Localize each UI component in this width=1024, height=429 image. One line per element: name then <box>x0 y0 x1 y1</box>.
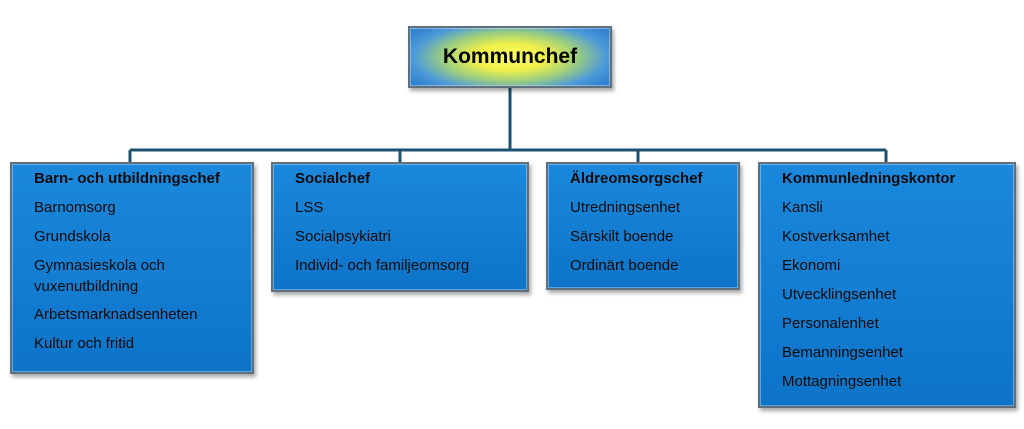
dept-item: Utvecklingsenhet <box>782 286 897 303</box>
dept-item: Bemanningsenhet <box>782 344 903 361</box>
dept-item: Kansli <box>782 199 823 216</box>
dept-aldreomsorg: Äldreomsorgschef Utredningsenhet Särskil… <box>546 162 740 290</box>
dept-item: Individ- och familjeomsorg <box>295 257 470 274</box>
dept-item: Utredningsenhet <box>570 199 681 216</box>
root-node-kommunchef: Kommunchef <box>408 26 612 88</box>
dept-item: Personalenhet <box>782 315 879 332</box>
dept-title: Barn- och utbildningschef <box>34 170 220 187</box>
dept-item: LSS <box>295 199 324 216</box>
root-title: Kommunchef <box>442 45 578 68</box>
dept-title: Kommunledningskontor <box>782 170 956 187</box>
dept-item: Särskilt boende <box>570 228 674 245</box>
dept-item: Arbetsmarknadsenheten <box>34 306 198 323</box>
dept-barn-utbildning: Barn- och utbildningschef Barnomsorg Gru… <box>10 162 254 374</box>
dept-kommunledningskontor: Kommunledningskontor Kansli Kostverksamh… <box>758 162 1016 408</box>
dept-item: Ekonomi <box>782 257 841 274</box>
dept-title: Socialchef <box>295 170 371 187</box>
dept-item: Mottagningsenhet <box>782 373 902 390</box>
dept-title: Äldreomsorgschef <box>570 170 703 187</box>
dept-item: Grundskola <box>34 228 111 245</box>
dept-item: Socialpsykiatri <box>295 228 391 245</box>
dept-item: Gymnasieskola och vuxenutbildning <box>34 257 165 295</box>
dept-socialchef: Socialchef LSS Socialpsykiatri Individ- … <box>271 162 529 292</box>
dept-item: Ordinärt boende <box>570 257 679 274</box>
dept-item: Kultur och fritid <box>34 335 135 352</box>
dept-item: Barnomsorg <box>34 199 116 216</box>
dept-item: Kostverksamhet <box>782 228 890 245</box>
